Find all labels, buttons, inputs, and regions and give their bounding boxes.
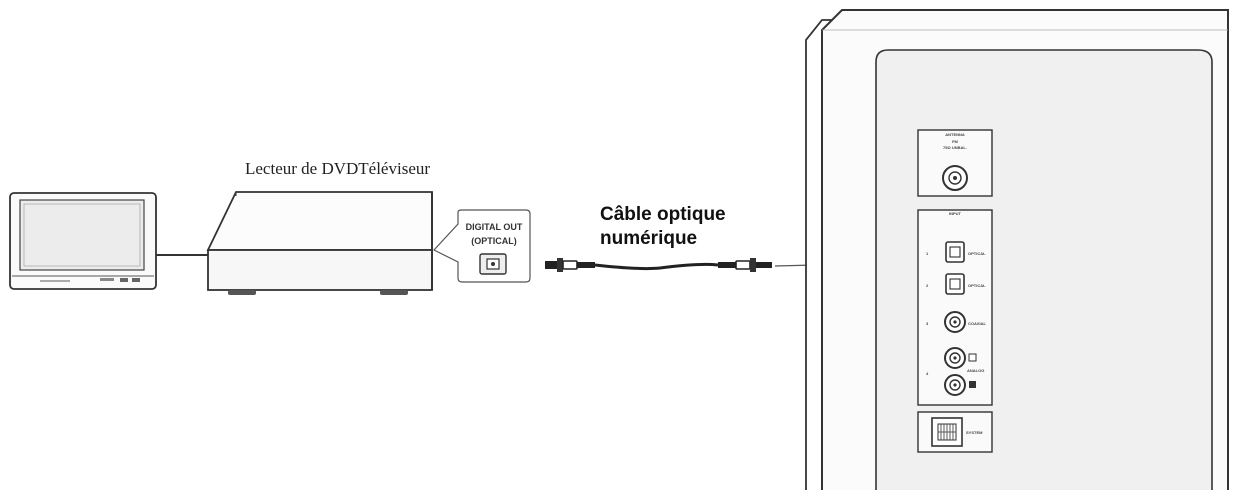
cable-label-line1: Câble optique <box>600 204 726 225</box>
cable-label-line2: numérique <box>600 228 697 249</box>
digital-out-label: DIGITAL OUT <box>466 222 523 232</box>
antenna-sub1: FM <box>952 139 958 144</box>
antenna-title: ANTENNA <box>945 132 965 137</box>
antenna-block: ANTENNA FM 75Ω UNBAL. <box>917 129 993 197</box>
input-4-label: ANALOG <box>967 368 984 373</box>
input-2-label: OPTICAL <box>968 283 986 288</box>
optical-label: (OPTICAL) <box>471 236 517 246</box>
input-1-num: 1 <box>926 251 929 256</box>
speaker-illustration <box>805 9 1229 490</box>
dvd-player-illustration <box>206 191 433 295</box>
input-3-num: 3 <box>926 321 929 326</box>
system-block: SYSTEM <box>917 411 993 453</box>
input-3-label: COAXIAL <box>968 321 987 326</box>
input-block: INPUT 1 OPTICAL 2 OPTICAL 3 COAXIAL 4 AN… <box>917 209 993 406</box>
input-1-label: OPTICAL <box>968 251 986 256</box>
system-label: SYSTEM <box>966 430 983 435</box>
input-title: INPUT <box>949 211 962 216</box>
device-label: Lecteur de DVDTéléviseur <box>245 159 430 178</box>
tv-illustration <box>9 192 157 290</box>
antenna-sub2: 75Ω UNBAL. <box>943 145 967 150</box>
input-2-num: 2 <box>926 283 929 288</box>
input-4-num: 4 <box>926 371 929 376</box>
digital-out-callout: DIGITAL OUT (OPTICAL) <box>433 209 531 283</box>
